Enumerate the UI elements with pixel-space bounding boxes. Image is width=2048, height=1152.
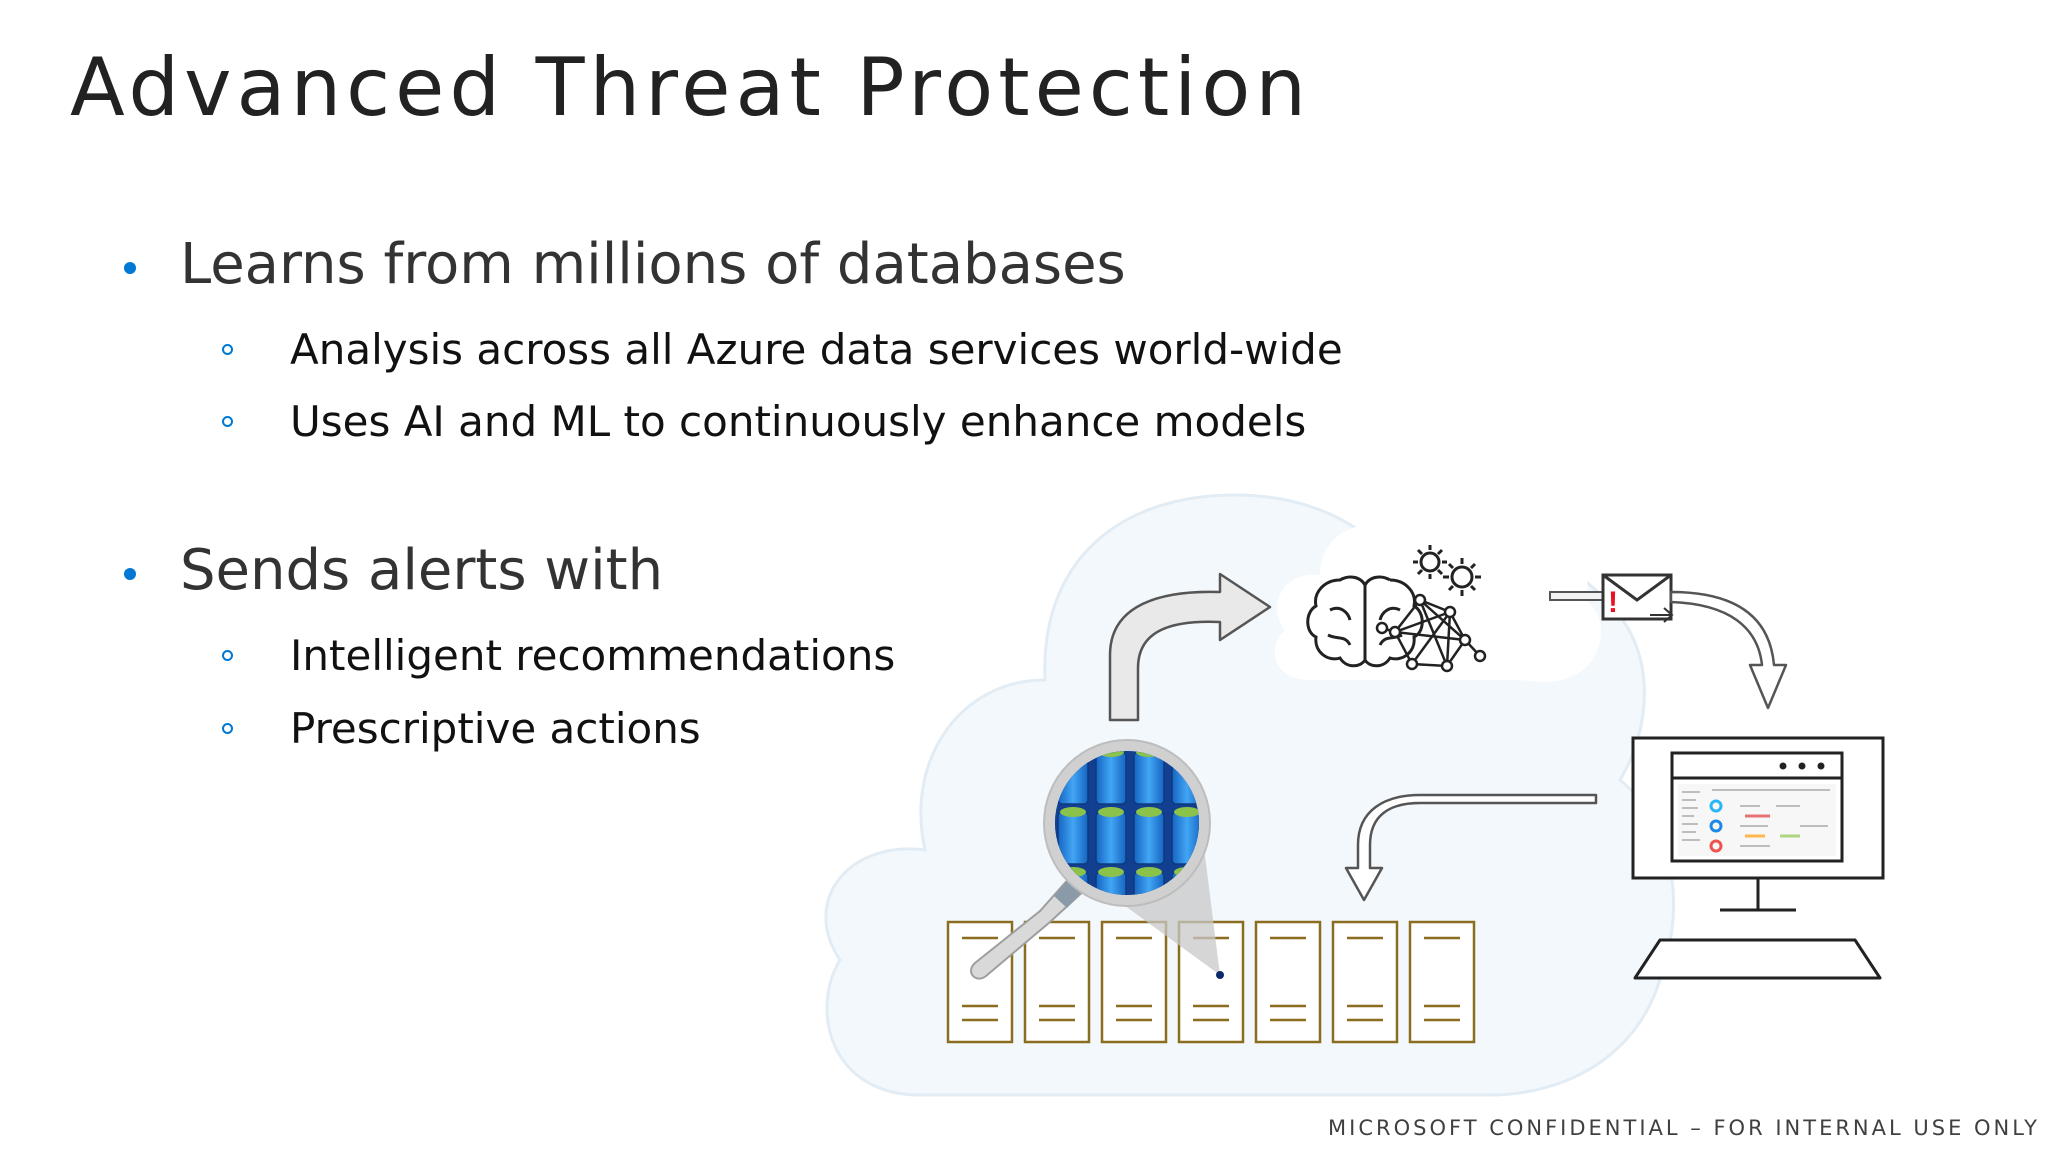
arrow-icon xyxy=(1108,572,1272,722)
bullet-dot-icon xyxy=(124,262,136,274)
slide-title: Advanced Threat Protection xyxy=(70,41,1312,134)
sub-bullet-list: Intelligent recommendations Prescriptive… xyxy=(180,620,1120,764)
database-icon xyxy=(1100,920,1168,1044)
bullet-learns: Learns from millions of databases Analys… xyxy=(120,230,1343,458)
sub-bullet-ring-icon xyxy=(222,722,233,734)
database-icon xyxy=(1254,920,1322,1044)
bullet-text: Learns from millions of databases xyxy=(180,232,1126,297)
brain-icon xyxy=(1306,575,1424,668)
sub-bullet-ring-icon xyxy=(222,344,233,355)
bullet-dot-icon xyxy=(124,568,136,581)
arrow-icon xyxy=(1669,590,1788,710)
network-icon xyxy=(1375,593,1487,673)
database-icon xyxy=(1177,920,1245,1044)
magnifier-icon xyxy=(970,739,1211,980)
sub-bullet-ring-icon xyxy=(222,416,233,428)
analytics-cloud-icon xyxy=(1274,498,1602,682)
confidential-footer: MICROSOFT CONFIDENTIAL – FOR INTERNAL US… xyxy=(1328,1116,2040,1140)
sub-bullet-recommendations: Intelligent recommendations xyxy=(120,620,1120,692)
database-icon xyxy=(946,920,1014,1044)
bullet-text: Sends alerts with xyxy=(180,538,664,604)
monitor-icon xyxy=(1631,736,1885,980)
alert-mark: ! xyxy=(1608,586,1618,619)
gear-icon xyxy=(1413,545,1447,579)
envelope-icon: ! xyxy=(1549,573,1674,623)
sub-bullet-text: Intelligent recommendations xyxy=(290,631,896,681)
magnifier-beam xyxy=(1062,800,1220,975)
sub-bullet-text: Uses AI and ML to continuously enhance m… xyxy=(290,397,1307,447)
gear-icon xyxy=(1443,558,1481,596)
sub-bullet-text: Prescriptive actions xyxy=(290,703,701,753)
bullet-sends-alerts: Sends alerts with Intelligent recommenda… xyxy=(120,536,1120,764)
database-icon xyxy=(1331,920,1399,1044)
database-icon xyxy=(1023,920,1091,1044)
sub-bullet-ai-ml: Uses AI and ML to continuously enhance m… xyxy=(120,386,1306,458)
sub-bullet-analysis: Analysis across all Azure data services … xyxy=(120,314,1343,386)
database-icon xyxy=(1408,920,1476,1044)
server-row xyxy=(946,920,1476,1044)
arrow-icon xyxy=(1344,793,1598,902)
sub-bullet-actions: Prescriptive actions xyxy=(120,693,1120,765)
sub-bullet-ring-icon xyxy=(222,650,233,662)
sub-bullet-text: Analysis across all Azure data services … xyxy=(290,325,1343,374)
sub-bullet-list: Analysis across all Azure data services … xyxy=(180,314,1343,458)
bullet-list: Learns from millions of databases Analys… xyxy=(120,230,1343,765)
